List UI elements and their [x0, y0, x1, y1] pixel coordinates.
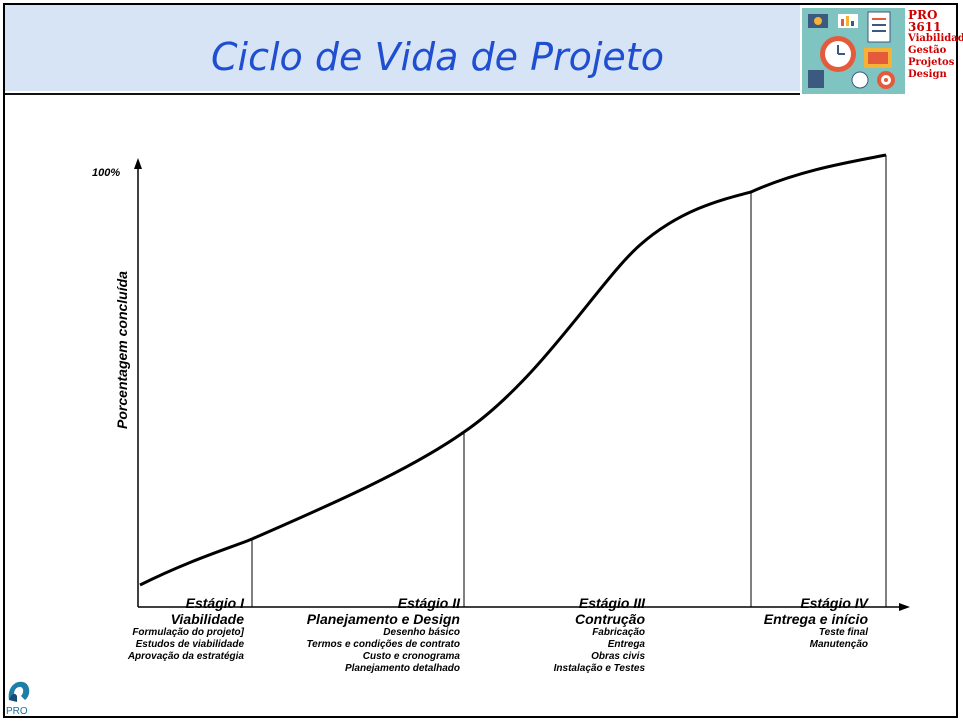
stage-4-item: Manutenção: [809, 639, 868, 650]
stage-3-name: Contrução: [575, 611, 645, 627]
course-topic-2: Gestão: [908, 45, 947, 56]
stage-1-block: Estágio I Viabilidade Formulação do proj…: [60, 595, 244, 663]
course-topic-3: Projetos: [908, 57, 955, 68]
header-divider: [5, 93, 800, 95]
y-axis-label: Porcentagem concluída: [114, 271, 130, 429]
stage-4-item: Teste final: [818, 627, 868, 638]
stage-1-item: Estudos de viabilidade: [135, 639, 244, 650]
slide-frame: Ciclo de Vida de Projeto PRO 3611 Viabil…: [3, 3, 963, 718]
stage-2-item: Custo e cronograma: [362, 651, 460, 662]
stage-3-block: Estágio III Contrução Fabricação Entrega…: [480, 595, 645, 675]
stage-2-name: Planejamento e Design: [306, 611, 460, 627]
pro-logo-text: PRO: [6, 706, 28, 716]
project-management-illustration-icon: [802, 8, 905, 94]
stage-4-label: Estágio IV: [800, 595, 868, 611]
stage-1-item: Aprovação da estratégia: [127, 651, 244, 662]
stage-1-item: Formulação do projeto]: [132, 627, 244, 638]
stage-3-item: Entrega: [607, 639, 645, 650]
stage-3-item: Instalação e Testes: [553, 663, 645, 674]
y-axis-arrow: [134, 158, 142, 169]
stage-4-name: Entrega e início: [763, 611, 868, 627]
pro-logo: PRO: [6, 681, 30, 716]
y-axis-max-label: 100%: [92, 167, 121, 179]
stage-1-name: Viabilidade: [170, 611, 244, 627]
stage-3-label: Estágio III: [578, 595, 645, 611]
course-topic-4: Design: [908, 69, 947, 80]
stage-2-label: Estágio II: [397, 595, 460, 611]
stage-2-block: Estágio II Planejamento e Design Desenho…: [250, 595, 460, 675]
course-code: PRO 3611: [908, 8, 942, 34]
stage-2-item: Planejamento detalhado: [344, 663, 460, 674]
stage-4-block: Estágio IV Entrega e início Teste final …: [700, 595, 868, 651]
course-topic-1: Viabilidade: [908, 33, 963, 44]
slide-title: Ciclo de Vida de Projeto: [211, 35, 664, 79]
title-bar: [5, 5, 800, 91]
course-info: PRO 3611 Viabilidade Gestão Projetos Des…: [908, 9, 963, 81]
stage-2-item: Desenho básico: [383, 627, 460, 638]
x-axis-arrow: [899, 603, 910, 611]
s-curve: [139, 153, 887, 587]
stage-3-item: Fabricação: [592, 627, 645, 638]
stage-2-item: Termos e condições de contrato: [306, 639, 460, 650]
stage-1-label: Estágio I: [185, 595, 244, 611]
stage-3-item: Obras civis: [591, 651, 645, 662]
